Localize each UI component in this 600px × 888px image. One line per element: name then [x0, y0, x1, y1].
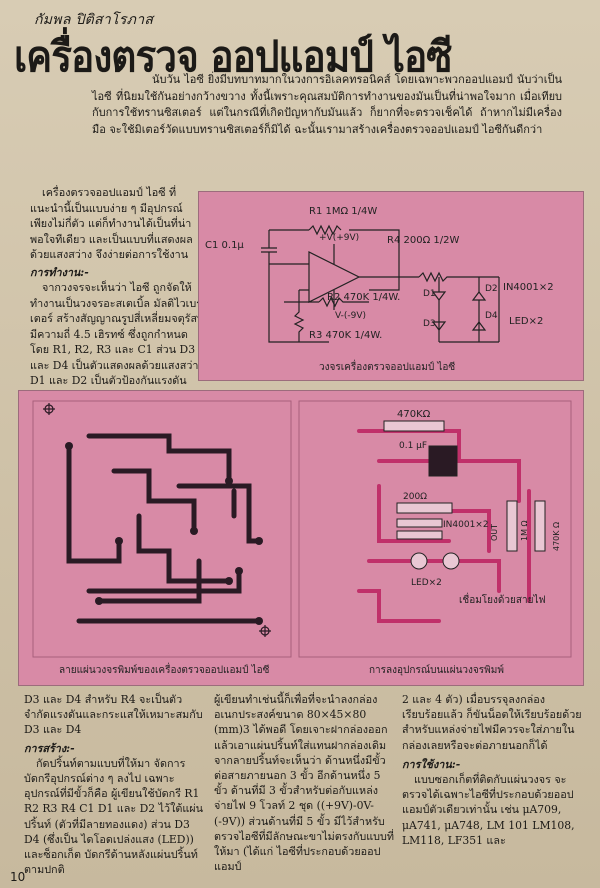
r1-label: R1 1MΩ 1/4W [309, 206, 377, 217]
left-column: เครื่องตรวจออปแอมป์ ไอซี ที่แนะนำนี้เป็น… [30, 185, 205, 404]
bottom-column-1: D3 และ D4 สำหรับ R4 จะเป็นตัวจำกัดแรงดัน… [24, 692, 204, 877]
resistor-200 [396, 502, 453, 514]
r200-label: 200Ω [403, 492, 427, 502]
in4001-label: IN4001×2 [503, 282, 554, 293]
left-para-2: จากวงจรจะเห็นว่า ไอซี ถูกจัดให้ทำงานเป็น… [30, 281, 205, 403]
component-layout-frame [298, 400, 572, 658]
copper-traces [66, 433, 262, 624]
schematic-diagram: R1 1MΩ 1/4W C1 0.1μ R4 200Ω 1/2W +V(+9V)… [205, 206, 554, 373]
vplus-label: +V(+9V) [319, 233, 359, 243]
in4001-pcb-label: IN4001×2 [443, 520, 489, 530]
components [383, 420, 546, 570]
led-pcb-label: LED×2 [411, 578, 442, 588]
mounting-marks [43, 403, 271, 637]
pcb-panel: 470KΩ 0.1 μF 200Ω IN4001×2 LED×2 เชื่อมโ… [18, 390, 584, 686]
r2-label: R2 470K 1/4W. [327, 292, 400, 303]
operation-heading: การทำงาน:- [30, 265, 89, 279]
bottom-c1-para-b: กัดปริ้นท์ตามแบบที่ให้มา จัดการบัดกรีอุป… [24, 756, 204, 877]
d4-label: D4 [485, 311, 498, 321]
vminus-label: V-(-9V) [335, 311, 366, 321]
pcb-caption-left: ลายแผ่นวงจรพิมพ์ของเครื่องตรวจออปแอมป์ ไ… [59, 662, 270, 676]
d3-label: D3 [423, 319, 436, 329]
author-byline: กัมพล ปิติสาโรภาส [34, 12, 154, 28]
bottom-c1-para-a: D3 และ D4 สำหรับ R4 จะเป็นตัวจำกัดแรงดัน… [24, 693, 203, 737]
led-1 [410, 552, 428, 570]
led-label: LED×2 [509, 316, 543, 327]
bottom-c3-para-a: 2 และ 4 ตัว) เมื่อบรรจุลงกล่องเรียบร้อยแ… [402, 693, 582, 752]
r1m-label: 1M Ω [520, 520, 529, 541]
d2-label: D2 [485, 284, 498, 294]
page-number: 10 [10, 870, 26, 884]
wire-note: เชื่อมโยงด้วยสายไฟ [459, 592, 546, 606]
bottom-column-3: 2 และ 4 ตัว) เมื่อบรรจุลงกล่องเรียบร้อยแ… [402, 692, 582, 848]
pcb-layout-frame [32, 400, 292, 658]
resistor-470k [383, 420, 445, 432]
d1-label: D1 [423, 289, 436, 299]
article-title: เครื่องตรวจ ออปแอมป์ ไอซี [14, 32, 452, 81]
copper-pads [65, 442, 263, 625]
r470-label: 470KΩ [397, 409, 431, 420]
intro-paragraph: นับวัน ไอซี ยิ่งมีบทบาทมากในวงการอิเลคทร… [92, 72, 562, 138]
c1-label: C1 0.1μ [205, 240, 244, 251]
out-label: OUT [490, 524, 499, 541]
bottom-c2-para: ผู้เขียนทำเช่นนี้ก็เพื่อที่จะนำลงกล่องอเ… [214, 693, 395, 874]
diode-2 [396, 530, 443, 540]
c01-label: 0.1 μF [399, 441, 427, 451]
resistor-1m [506, 500, 518, 552]
schematic-caption: วงจรเครื่องตรวจออปแอมป์ ไอซี [319, 359, 455, 373]
r3-label: R3 470K 1/4W. [309, 330, 382, 341]
diode-1 [396, 518, 443, 528]
pcb-diagram: 470KΩ 0.1 μF 200Ω IN4001×2 LED×2 เชื่อมโ… [32, 400, 572, 676]
usage-heading: การใช้งาน:- [402, 757, 461, 771]
r4-label: R4 200Ω 1/2W [387, 235, 459, 246]
construction-heading: การสร้าง:- [24, 741, 75, 755]
bottom-c3-para-b: แบบซอกเก็ตที่ติดกับแผ่นวงจร จะตรวจได้เฉพ… [402, 773, 575, 847]
r470b-label: 470K Ω [552, 522, 561, 551]
resistor-470k-b [534, 500, 546, 552]
schematic-panel: R1 1MΩ 1/4W C1 0.1μ R4 200Ω 1/2W +V(+9V)… [198, 191, 584, 381]
led-2 [442, 552, 460, 570]
pcb-caption-right: การลงอุปกรณ์บนแผ่นวงจรพิมพ์ [369, 664, 504, 676]
intro-text: นับวัน ไอซี ยิ่งมีบทบาทมากในวงการอิเลคทร… [92, 73, 562, 136]
bottom-column-2: ผู้เขียนทำเช่นนี้ก็เพื่อที่จะนำลงกล่องอเ… [214, 692, 396, 874]
left-para-1: เครื่องตรวจออปแอมป์ ไอซี ที่แนะนำนี้เป็น… [30, 186, 193, 261]
ic-socket [428, 445, 458, 477]
